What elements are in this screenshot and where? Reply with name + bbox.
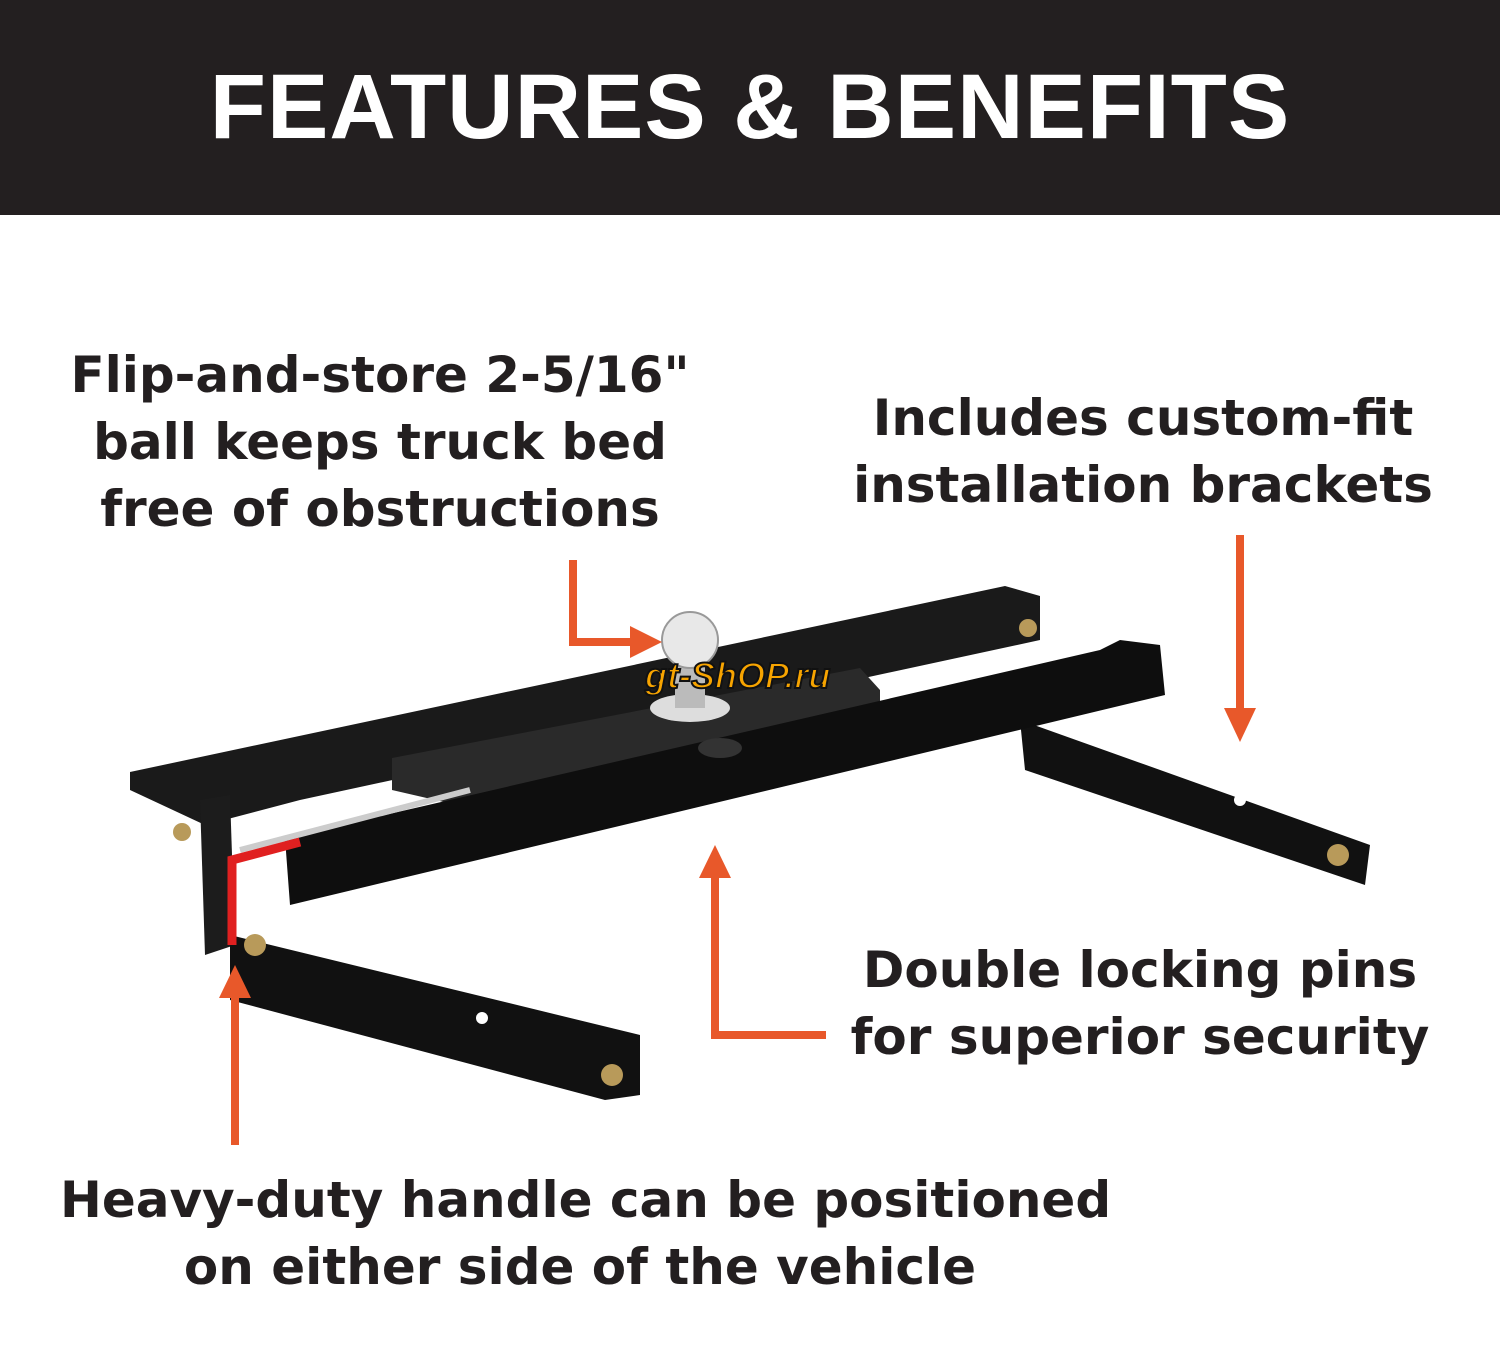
callout-line: Flip-and-store 2-5/16": [70, 346, 690, 404]
arrow-ball: [569, 560, 632, 646]
callout-line: Double locking pins: [862, 941, 1418, 999]
arrow-pins: [711, 875, 826, 1039]
callout-pins: Double locking pins for superior securit…: [840, 937, 1440, 1071]
svg-text:gt-ShOP.ru: gt-ShOP.ru: [644, 655, 830, 696]
callout-line: for superior security: [850, 1008, 1430, 1066]
callout-brackets: Includes custom-fit installation bracket…: [843, 385, 1443, 519]
callout-handle: Heavy-duty handle can be positioned on e…: [60, 1167, 1112, 1301]
callout-line: Heavy-duty handle can be positioned: [60, 1171, 1112, 1229]
callout-arrows: [219, 535, 1256, 1145]
callout-line: ball keeps truck bed: [93, 413, 667, 471]
callout-ball: Flip-and-store 2-5/16" ball keeps truck …: [70, 342, 690, 543]
gooseneck-hitch: [130, 586, 1370, 1100]
page-title: FEATURES & BENEFITS: [209, 56, 1291, 158]
callout-line: free of obstructions: [100, 480, 660, 538]
callout-line: Includes custom-fit: [872, 389, 1414, 447]
callout-line: installation brackets: [853, 456, 1433, 514]
header-banner: FEATURES & BENEFITS: [0, 0, 1500, 215]
callout-line: on either side of the vehicle: [183, 1238, 977, 1296]
watermark-logo: gt-ShOP.ru: [643, 654, 831, 697]
